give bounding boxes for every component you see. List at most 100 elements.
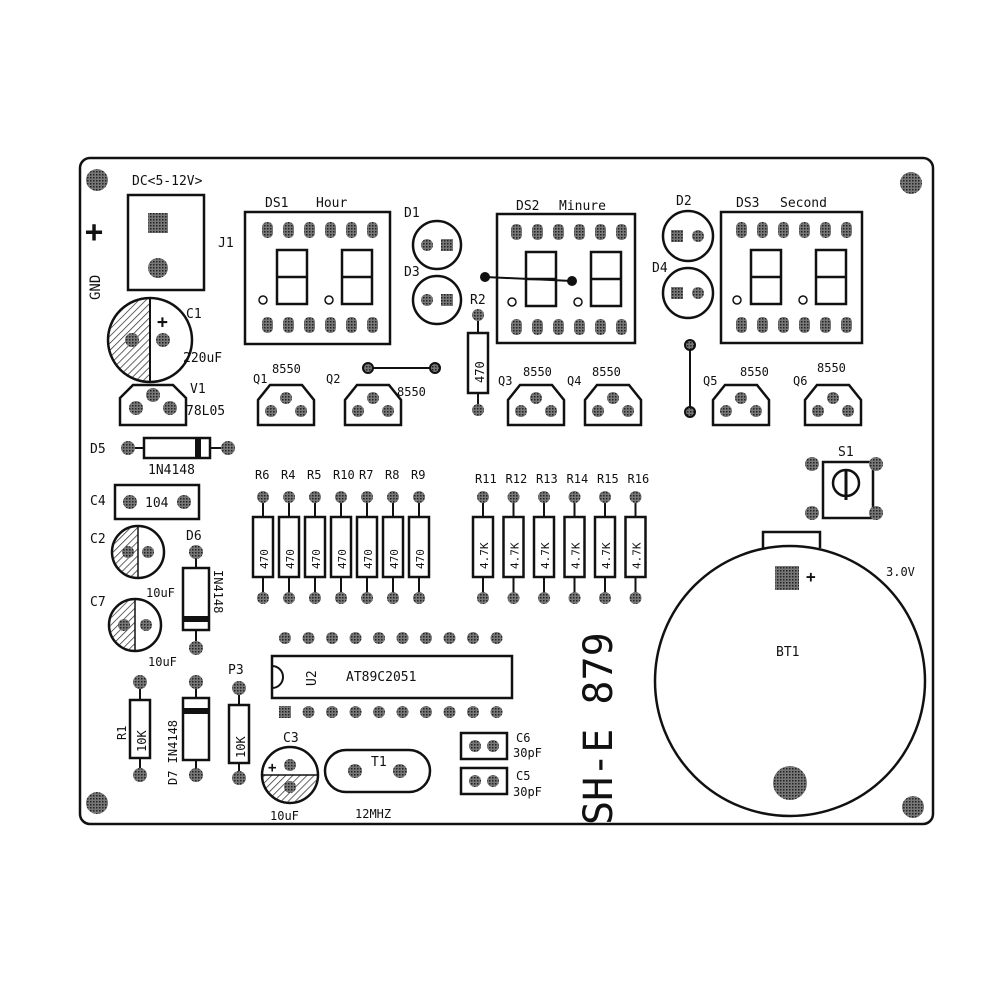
c1-plus: + bbox=[157, 312, 168, 333]
resistor-470-value: 470 bbox=[284, 549, 297, 569]
jumper-traces bbox=[362, 272, 696, 418]
c2-value: 10uF bbox=[146, 586, 175, 600]
q3-label: Q3 bbox=[498, 374, 512, 388]
ds1-label: DS1 bbox=[265, 196, 288, 211]
u2-label: U2 bbox=[305, 670, 320, 686]
s1-label: S1 bbox=[838, 445, 854, 460]
r1-value: 10K bbox=[135, 730, 149, 752]
p3-value: 10K bbox=[234, 736, 248, 758]
capacitor-c1: + C1 220uF bbox=[106, 296, 222, 384]
resistor-4k7-value: 4.7K bbox=[539, 542, 552, 569]
board-outline bbox=[78, 156, 935, 826]
resistor-470-value: 470 bbox=[414, 549, 427, 569]
capacitor-c6: C6 30pF bbox=[459, 731, 542, 761]
capacitor-c4: C4 104 bbox=[90, 483, 201, 521]
d3-label: D3 bbox=[404, 265, 420, 280]
q4-value: 8550 bbox=[592, 365, 621, 379]
led-d1: D1 bbox=[404, 206, 463, 271]
resistor-470-label: R9 bbox=[411, 468, 425, 482]
led-d4: D4 bbox=[652, 261, 715, 320]
battery-bt1: + BT1 3.0V bbox=[653, 530, 927, 818]
t1-label: T1 bbox=[371, 755, 387, 770]
transistor-q4: Q4 8550 bbox=[567, 365, 643, 427]
d6-value: IN4148 bbox=[211, 570, 225, 613]
power-connector-j1: DC<5-12V> J1 + GND bbox=[85, 174, 234, 300]
diode-d5: D5 1N4148 bbox=[90, 436, 235, 478]
q4-label: Q4 bbox=[567, 374, 581, 388]
resistor-470-value: 470 bbox=[336, 549, 349, 569]
ds3-label: DS3 bbox=[736, 196, 759, 211]
transistor-q1: Q1 8550 bbox=[253, 362, 316, 427]
ds3-desc: Second bbox=[780, 196, 827, 211]
resistor-470-label: R5 bbox=[307, 468, 321, 482]
resistor-470-label: R6 bbox=[255, 468, 269, 482]
resistor-470-value: 470 bbox=[362, 549, 375, 569]
d1-label: D1 bbox=[404, 206, 420, 221]
resistor-p3: P3 10K bbox=[227, 663, 251, 785]
board-model: SH-E 879 bbox=[576, 632, 622, 825]
v1-label: V1 bbox=[190, 382, 206, 397]
resistor-470-label: R8 bbox=[385, 468, 399, 482]
ds1-desc: Hour bbox=[316, 196, 347, 211]
resistor-470-label: R7 bbox=[359, 468, 373, 482]
q2-value: 8550 bbox=[397, 385, 426, 399]
capacitor-c3: C3 + 10uF bbox=[260, 731, 320, 823]
resistor-4k7-value: 4.7K bbox=[600, 542, 613, 569]
capacitor-c7: C7 10uF bbox=[90, 595, 177, 669]
t1-value: 12MHZ bbox=[355, 807, 391, 821]
battery-label: BT1 bbox=[776, 645, 799, 660]
led-d2: D2 bbox=[661, 194, 715, 263]
diode-d6: D6 IN4148 bbox=[181, 529, 225, 655]
d2-label: D2 bbox=[676, 194, 692, 209]
led-d3: D3 bbox=[404, 265, 463, 326]
resistor-4k7-value: 4.7K bbox=[631, 542, 644, 569]
resistor-4k7-label: R11 bbox=[475, 472, 497, 486]
q5-label: Q5 bbox=[703, 374, 717, 388]
resistor-4k7-label: R13 bbox=[536, 472, 558, 486]
c5-value: 30pF bbox=[513, 785, 542, 799]
resistor-470-label: R4 bbox=[281, 468, 295, 482]
capacitor-c2: C2 10uF bbox=[90, 524, 175, 600]
resistor-r2: R2 470 bbox=[466, 293, 490, 416]
plus-symbol: + bbox=[85, 215, 103, 250]
resistor-4k7-label: R16 bbox=[628, 472, 650, 486]
c5-label: C5 bbox=[516, 769, 530, 783]
resistor-4k7-value: 4.7K bbox=[570, 542, 583, 569]
resistor-array-4k7: R11 4.7K R12 4.7K R13 4.7K R14 4.7K R15 4.7K R16 4.… bbox=[471, 472, 650, 604]
battery-plus: + bbox=[806, 567, 816, 586]
resistor-r1: 10K R1 bbox=[115, 675, 152, 782]
u2-value: AT89C2051 bbox=[346, 670, 416, 685]
c7-label: C7 bbox=[90, 595, 106, 610]
display-ds2: DS2 Minure bbox=[495, 199, 637, 345]
transistor-q6: Q6 8550 bbox=[793, 361, 863, 427]
resistor-4k7-value: 4.7K bbox=[478, 542, 491, 569]
d5-label: D5 bbox=[90, 442, 106, 457]
resistor-470-label: R10 bbox=[333, 468, 355, 482]
display-ds3: DS3 Second bbox=[719, 196, 864, 345]
c3-value: 10uF bbox=[270, 809, 299, 823]
q6-value: 8550 bbox=[817, 361, 846, 375]
crystal-t1: T1 12MHZ bbox=[323, 748, 432, 821]
resistor-4k7-label: R14 bbox=[567, 472, 589, 486]
transistor-q3: Q3 8550 bbox=[498, 365, 566, 427]
d7-label: D7 IN4148 bbox=[166, 720, 180, 785]
power-label: DC<5-12V> bbox=[132, 174, 203, 189]
r1-label: R1 bbox=[115, 726, 129, 740]
c4-body: 104 bbox=[145, 496, 169, 511]
diode-d7: D7 IN4148 bbox=[166, 675, 211, 785]
p3-label: P3 bbox=[228, 663, 244, 678]
resistor-470-value: 470 bbox=[258, 549, 271, 569]
transistor-q2: Q2 8550 bbox=[326, 372, 426, 427]
c1-label: C1 bbox=[186, 307, 202, 322]
ds2-desc: Minure bbox=[559, 199, 606, 214]
c1-value: 220uF bbox=[183, 351, 222, 366]
resistor-4k7-label: R12 bbox=[506, 472, 528, 486]
resistor-470-value: 470 bbox=[310, 549, 323, 569]
q2-label: Q2 bbox=[326, 372, 340, 386]
c3-plus: + bbox=[268, 760, 276, 776]
battery-voltage: 3.0V bbox=[886, 565, 915, 579]
resistor-4k7-label: R15 bbox=[597, 472, 619, 486]
resistor-4k7-value: 4.7K bbox=[509, 542, 522, 569]
